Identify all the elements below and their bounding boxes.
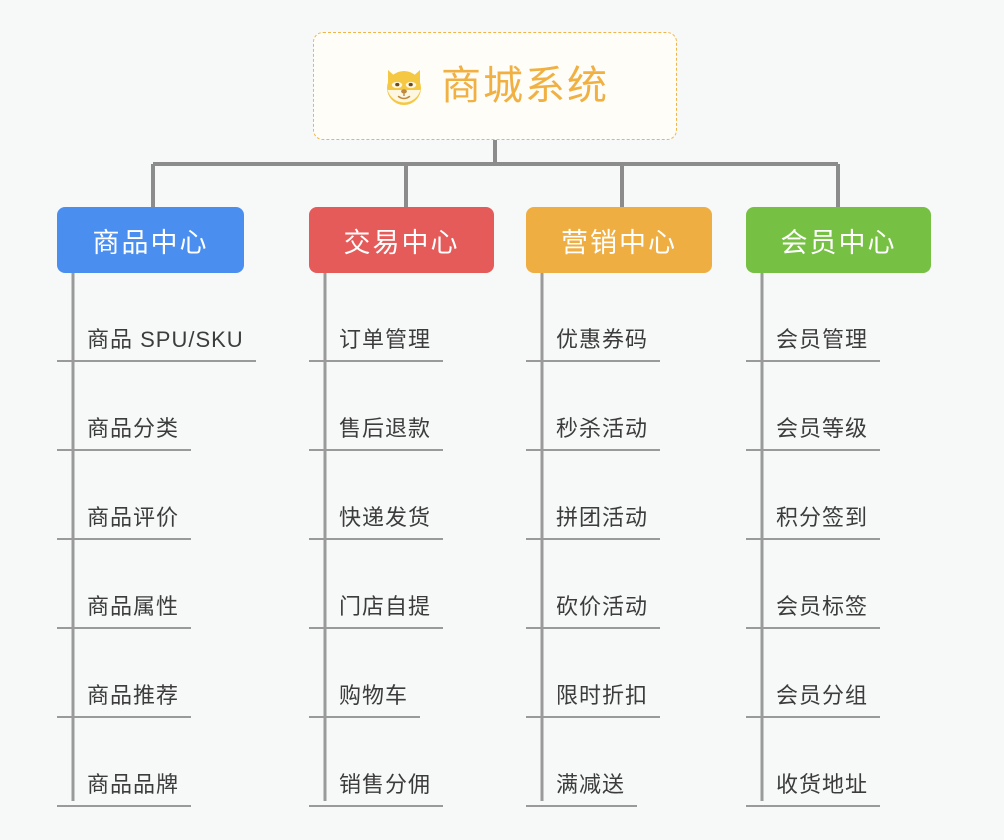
list-item-label: 会员等级 — [746, 411, 881, 451]
list-item[interactable]: 会员标签 — [746, 540, 931, 629]
list-item[interactable]: 销售分佣 — [309, 718, 494, 807]
branch-column-trade: 交易中心 订单管理 售后退款 快递发货 门店自提 购物车 销售分佣 — [309, 207, 494, 807]
list-item-label: 订单管理 — [309, 322, 444, 362]
list-item[interactable]: 拼团活动 — [526, 451, 712, 540]
branch-item-list-trade: 订单管理 售后退款 快递发货 门店自提 购物车 销售分佣 — [309, 273, 494, 807]
list-item[interactable]: 秒杀活动 — [526, 362, 712, 451]
root-title: 商城系统 — [441, 64, 609, 108]
root-node[interactable]: 商城系统 — [313, 32, 677, 140]
branch-header-label: 会员中心 — [780, 227, 897, 258]
list-item-label: 商品 SPU/SKU — [57, 322, 256, 362]
branch-header-product[interactable]: 商品中心 — [57, 207, 244, 273]
list-item[interactable]: 会员管理 — [746, 273, 931, 362]
list-item-label: 限时折扣 — [526, 678, 661, 718]
list-item-label: 拼团活动 — [526, 500, 661, 540]
list-item-label: 商品属性 — [57, 589, 192, 629]
list-item-label: 优惠券码 — [526, 322, 661, 362]
list-item-label: 快递发货 — [309, 500, 444, 540]
list-item-label: 门店自提 — [309, 589, 444, 629]
list-item[interactable]: 会员分组 — [746, 629, 931, 718]
list-item[interactable]: 商品 SPU/SKU — [57, 273, 256, 362]
list-item[interactable]: 售后退款 — [309, 362, 494, 451]
branch-header-label: 营销中心 — [561, 227, 677, 258]
list-item-label: 购物车 — [309, 678, 421, 718]
branch-column-marketing: 营销中心 优惠券码 秒杀活动 拼团活动 砍价活动 限时折扣 满减送 — [526, 207, 712, 807]
list-item[interactable]: 限时折扣 — [526, 629, 712, 718]
list-item-label: 会员分组 — [746, 678, 881, 718]
list-item[interactable]: 商品属性 — [57, 540, 256, 629]
list-item-label: 满减送 — [526, 767, 638, 807]
branch-header-trade[interactable]: 交易中心 — [309, 207, 494, 273]
list-item-label: 销售分佣 — [309, 767, 444, 807]
list-item[interactable]: 砍价活动 — [526, 540, 712, 629]
list-item[interactable]: 满减送 — [526, 718, 712, 807]
list-item-label: 积分签到 — [746, 500, 881, 540]
branch-column-member: 会员中心 会员管理 会员等级 积分签到 会员标签 会员分组 收货地址 — [746, 207, 931, 807]
list-item-label: 商品评价 — [57, 500, 192, 540]
branch-header-member[interactable]: 会员中心 — [746, 207, 931, 273]
branch-item-list-product: 商品 SPU/SKU 商品分类 商品评价 商品属性 商品推荐 商品品牌 — [57, 273, 256, 807]
list-item-label: 商品分类 — [57, 411, 192, 451]
dog-face-icon — [381, 64, 427, 110]
list-item[interactable]: 优惠券码 — [526, 273, 712, 362]
list-item[interactable]: 门店自提 — [309, 540, 494, 629]
branch-header-label: 交易中心 — [343, 227, 460, 258]
list-item-label: 商品品牌 — [57, 767, 192, 807]
list-item[interactable]: 商品品牌 — [57, 718, 256, 807]
list-item[interactable]: 积分签到 — [746, 451, 931, 540]
list-item-label: 秒杀活动 — [526, 411, 661, 451]
branch-column-product: 商品中心 商品 SPU/SKU 商品分类 商品评价 商品属性 商品推荐 商品品牌 — [57, 207, 256, 807]
list-item-label: 收货地址 — [746, 767, 881, 807]
list-item-label: 会员标签 — [746, 589, 881, 629]
list-item[interactable]: 收货地址 — [746, 718, 931, 807]
list-item-label: 会员管理 — [746, 322, 881, 362]
list-item-label: 砍价活动 — [526, 589, 661, 629]
branch-header-marketing[interactable]: 营销中心 — [526, 207, 712, 273]
list-item-label: 商品推荐 — [57, 678, 192, 718]
list-item[interactable]: 商品推荐 — [57, 629, 256, 718]
list-item[interactable]: 购物车 — [309, 629, 494, 718]
branch-item-list-member: 会员管理 会员等级 积分签到 会员标签 会员分组 收货地址 — [746, 273, 931, 807]
list-item[interactable]: 订单管理 — [309, 273, 494, 362]
list-item[interactable]: 会员等级 — [746, 362, 931, 451]
list-item[interactable]: 商品评价 — [57, 451, 256, 540]
list-item[interactable]: 商品分类 — [57, 362, 256, 451]
branch-header-label: 商品中心 — [92, 227, 209, 258]
list-item-label: 售后退款 — [309, 411, 444, 451]
branch-item-list-marketing: 优惠券码 秒杀活动 拼团活动 砍价活动 限时折扣 满减送 — [526, 273, 712, 807]
list-item[interactable]: 快递发货 — [309, 451, 494, 540]
